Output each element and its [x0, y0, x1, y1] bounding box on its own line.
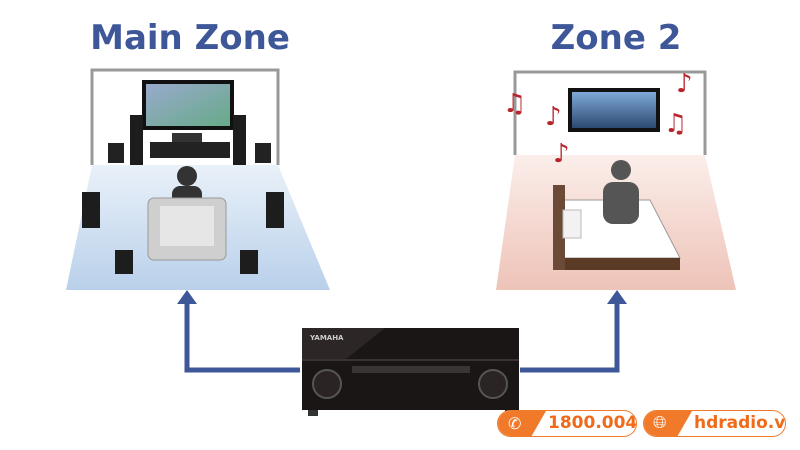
speaker-icon [82, 192, 100, 228]
volume-knob [312, 369, 342, 399]
signal-arrow-main [184, 302, 300, 373]
speaker-icon [233, 115, 246, 165]
arrow-head [607, 290, 627, 304]
svg-text:♪: ♪ [676, 69, 693, 99]
zone2-room: ♫ ♪ ♪ ♪ ♫ [496, 69, 736, 290]
main-zone-room [66, 68, 330, 290]
svg-text:♫: ♫ [503, 89, 526, 119]
speaker-icon [130, 115, 143, 165]
arrow-head [177, 290, 197, 304]
speaker-icon [240, 250, 258, 274]
signal-arrow-zone2 [520, 302, 620, 373]
av-receiver: YAMAHA [302, 328, 519, 416]
zone2-title: Zone 2 [550, 18, 682, 58]
phone-icon: ✆ [498, 411, 546, 436]
svg-text:♫: ♫ [664, 109, 687, 139]
phone-number: 1800.0042 [548, 413, 637, 433]
center-speaker-icon [172, 133, 202, 142]
listener-icon [603, 160, 639, 224]
svg-text:♪: ♪ [553, 139, 570, 169]
subwoofer-icon [108, 143, 124, 163]
brand-logo: YAMAHA [309, 334, 344, 342]
svg-text:♪: ♪ [545, 102, 562, 132]
subwoofer-icon [255, 143, 271, 163]
tv-icon [142, 80, 234, 130]
phone-badge[interactable]: ✆ 1800.0042 [497, 410, 637, 437]
tv-stand [150, 142, 230, 158]
display-panel [352, 366, 470, 373]
input-knob [478, 369, 508, 399]
speaker-icon [266, 192, 284, 228]
website-badge[interactable]: 🌐︎ hdradio.vn [643, 410, 786, 437]
website-link: hdradio.vn [694, 413, 786, 433]
main-zone-title: Main Zone [90, 18, 290, 58]
music-note-icon: ♫ ♪ ♪ ♪ ♫ [503, 69, 693, 169]
speaker-icon [115, 250, 133, 274]
globe-icon: 🌐︎ [644, 411, 692, 436]
armchair-icon [147, 197, 227, 261]
tv-icon [568, 88, 660, 132]
